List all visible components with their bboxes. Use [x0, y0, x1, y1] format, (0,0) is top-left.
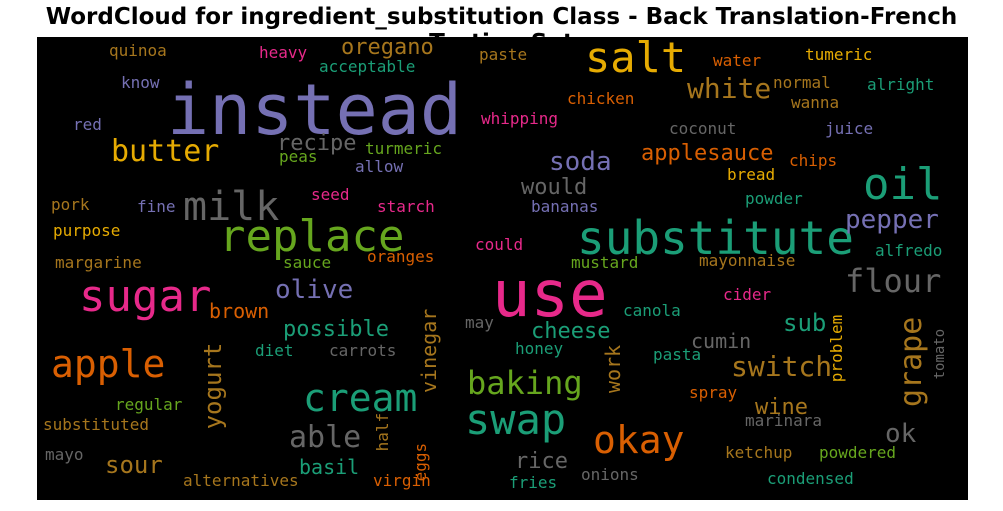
word-quinoa: quinoa: [109, 41, 167, 60]
word-acceptable: acceptable: [319, 57, 416, 76]
word-may: may: [465, 313, 494, 332]
word-cream: cream: [303, 376, 418, 420]
word-could: could: [475, 235, 524, 254]
word-alfredo: alfredo: [875, 241, 943, 260]
word-baking: baking: [467, 364, 583, 402]
word-applesauce: applesauce: [641, 141, 774, 166]
word-chicken: chicken: [567, 89, 635, 108]
word-turmeric: turmeric: [365, 139, 443, 158]
word-diet: diet: [255, 341, 294, 360]
word-seed: seed: [311, 185, 350, 204]
word-starch: starch: [377, 197, 435, 216]
word-carrots: carrots: [329, 341, 397, 360]
word-would: would: [521, 175, 588, 200]
word-salt: salt: [585, 37, 687, 82]
word-soda: soda: [549, 147, 612, 177]
word-pasta: pasta: [653, 345, 702, 364]
word-marinara: marinara: [745, 411, 823, 430]
word-half: half: [373, 412, 392, 452]
word-powdered: powdered: [819, 443, 897, 462]
word-fries: fries: [509, 473, 558, 492]
word-olive: olive: [275, 275, 354, 305]
word-basil: basil: [299, 455, 360, 479]
word-tumeric: tumeric: [805, 45, 873, 64]
word-wine: wine: [755, 395, 808, 420]
word-apple: apple: [51, 342, 166, 386]
word-sauce: sauce: [283, 253, 332, 272]
word-juice: juice: [825, 119, 874, 138]
word-cider: cider: [723, 285, 772, 304]
word-cumin: cumin: [691, 329, 752, 353]
word-rice: rice: [515, 449, 568, 474]
word-honey: honey: [515, 339, 564, 358]
word-substitute: substitute: [577, 211, 854, 265]
word-use: use: [492, 258, 608, 332]
word-peas: peas: [279, 147, 318, 166]
word-spray: spray: [689, 383, 738, 402]
word-red: red: [73, 115, 102, 134]
word-paste: paste: [479, 45, 528, 64]
word-oranges: oranges: [367, 247, 435, 266]
word-okay: okay: [593, 418, 685, 462]
word-white: white: [687, 72, 772, 105]
word-vinegar: vinegar: [417, 308, 441, 393]
word-sour: sour: [105, 451, 163, 479]
word-whipping: whipping: [481, 109, 559, 128]
word-possible: possible: [283, 317, 389, 342]
word-mustard: mustard: [571, 253, 639, 272]
word-allow: allow: [355, 157, 404, 176]
word-condensed: condensed: [767, 469, 854, 488]
word-water: water: [713, 51, 762, 70]
word-yogurt: yogurt: [199, 342, 227, 430]
word-onions: onions: [581, 465, 639, 484]
word-oil: oil: [863, 159, 943, 210]
word-wanna: wanna: [791, 93, 840, 112]
word-substituted: substituted: [43, 415, 149, 434]
word-fine: fine: [137, 197, 176, 216]
word-pepper: pepper: [845, 205, 939, 235]
word-able: able: [289, 420, 362, 455]
word-oregano: oregano: [341, 37, 434, 60]
word-alright: alright: [867, 75, 935, 94]
word-recipe: recipe: [277, 131, 357, 156]
word-flour: flour: [845, 262, 942, 300]
word-coconut: coconut: [669, 119, 737, 138]
word-purpose: purpose: [53, 221, 121, 240]
word-ok: ok: [885, 419, 917, 449]
word-replace: replace: [219, 211, 405, 262]
word-cheese: cheese: [531, 319, 611, 344]
word-powder: powder: [745, 189, 803, 208]
word-work: work: [601, 344, 625, 393]
word-problem: problem: [827, 314, 846, 383]
word-canola: canola: [623, 301, 681, 320]
word-bananas: bananas: [531, 197, 599, 216]
word-butter: butter: [111, 134, 220, 169]
word-normal: normal: [773, 73, 831, 92]
word-heavy: heavy: [259, 43, 308, 62]
word-milk: milk: [183, 184, 280, 230]
word-pork: pork: [51, 195, 90, 214]
word-virgin: virgin: [373, 471, 431, 490]
word-grape: grape: [894, 316, 929, 407]
word-alternatives: alternatives: [183, 471, 299, 490]
word-ketchup: ketchup: [725, 443, 793, 462]
word-brown: brown: [209, 299, 270, 323]
word-chips: chips: [789, 151, 838, 170]
word-mayo: mayo: [45, 445, 84, 464]
word-know: know: [121, 73, 160, 92]
word-bread: bread: [727, 165, 776, 184]
word-instead: instead: [167, 69, 463, 151]
word-switch: switch: [731, 350, 833, 383]
word-regular: regular: [115, 395, 183, 414]
word-sub: sub: [783, 309, 827, 337]
word-mayonnaise: mayonnaise: [699, 251, 796, 270]
word-sugar: sugar: [79, 271, 212, 322]
word-tomato: tomato: [932, 328, 948, 380]
word-swap: swap: [465, 395, 567, 444]
word-margarine: margarine: [55, 253, 142, 272]
